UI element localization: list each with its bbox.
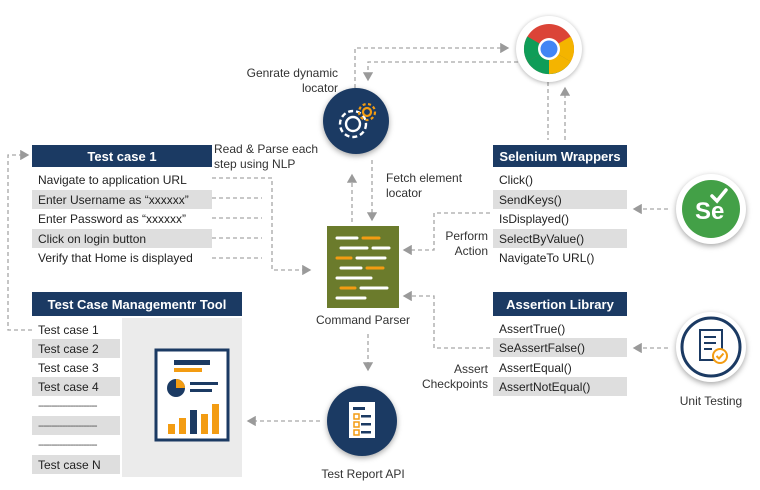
tcm-case-row: Test case 3 <box>32 358 120 377</box>
parser-document-icon <box>327 226 399 308</box>
assertion-method-row: AssertEqual() <box>493 358 627 377</box>
chrome-icon <box>516 16 582 82</box>
gear-icon <box>323 88 389 154</box>
selenium-logo: Se <box>676 174 746 244</box>
assertion-library-panel: Assertion Library AssertTrue() SeAssertF… <box>493 292 627 398</box>
dashboard-report-icon <box>154 348 230 442</box>
read-parse-label: Read & Parse each step using NLP <box>214 142 319 171</box>
tcm-case-row: ---------------------- <box>32 396 120 415</box>
assert-checkpoints-label: Assert Checkpoints <box>421 362 488 391</box>
step-row: Enter Username as “xxxxxx” <box>32 190 212 209</box>
step-row: Click on login button <box>32 229 212 248</box>
tcm-case-row: Test case N <box>32 455 120 474</box>
perform-action-label: Perform Action <box>445 229 488 258</box>
fetch-locator-label: Fetch element locator <box>386 171 463 200</box>
test-case-panel: Test case 1 Navigate to application URL … <box>32 145 212 269</box>
tcm-case-row: ---------------------- <box>32 416 120 435</box>
tcm-case-row: ---------------------- <box>32 435 120 454</box>
wrapper-method-row: Click() <box>493 170 627 189</box>
assertion-method-row: AssertTrue() <box>493 319 627 338</box>
svg-text:Se: Se <box>695 198 724 225</box>
tcm-case-row: Test case 2 <box>32 339 120 358</box>
wrapper-method-row: SelectByValue() <box>493 229 627 248</box>
tcm-panel: Test Case Managementr Tool Test case 1 T… <box>32 292 242 477</box>
assertion-method-row: AssertNotEqual() <box>493 377 627 396</box>
unit-testing-label: Unit Testing <box>679 394 743 408</box>
wrapper-method-row: IsDisplayed() <box>493 209 627 228</box>
tcm-case-row: Test case 4 <box>32 377 120 396</box>
test-case-title: Test case 1 <box>32 145 212 167</box>
checklist-icon <box>676 312 746 382</box>
step-row: Verify that Home is displayed <box>32 248 212 267</box>
tcm-title: Test Case Managementr Tool <box>32 292 242 316</box>
assertion-method-row: SeAssertFalse() <box>493 338 627 357</box>
report-icon <box>327 386 397 456</box>
selenium-wrappers-panel: Selenium Wrappers Click() SendKeys() IsD… <box>493 145 627 268</box>
step-row: Navigate to application URL <box>32 170 212 189</box>
wrapper-method-row: NavigateTo URL() <box>493 248 627 267</box>
step-row: Enter Password as “xxxxxx” <box>32 209 212 228</box>
wrapper-method-row: SendKeys() <box>493 190 627 209</box>
generate-locator-label: Genrate dynamic locator <box>246 66 338 95</box>
test-report-api-label: Test Report API <box>321 467 405 481</box>
command-parser-label: Command Parser <box>315 313 411 327</box>
assertion-library-title: Assertion Library <box>493 292 627 316</box>
selenium-wrappers-title: Selenium Wrappers <box>493 145 627 167</box>
tcm-case-row: Test case 1 <box>32 320 120 339</box>
